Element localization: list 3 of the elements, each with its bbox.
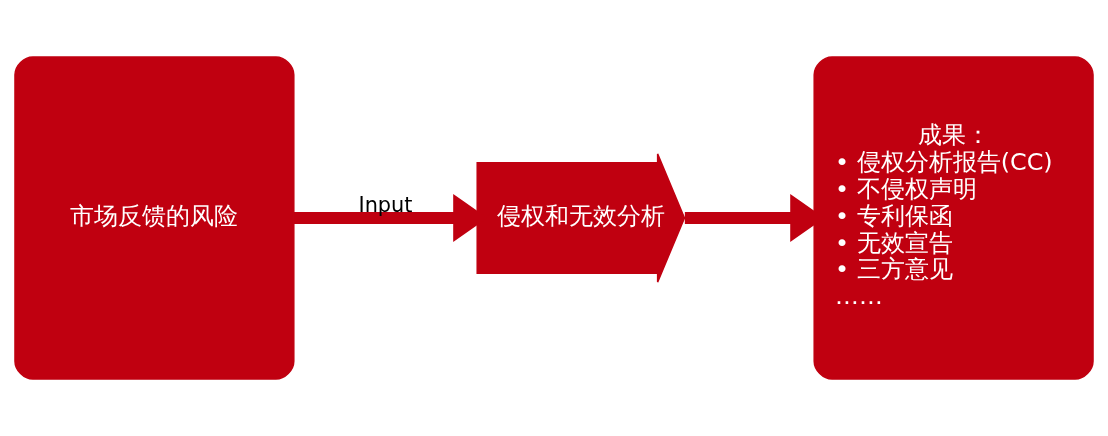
node-box: 成果： • 侵权分析报告(CC) • 不侵权声明 • 专利保函 • 无效宣告 • 三方意见 ……	[813, 56, 1094, 380]
node-box: 市场反馈的风险	[14, 56, 295, 380]
edge-label: Input	[358, 193, 413, 218]
